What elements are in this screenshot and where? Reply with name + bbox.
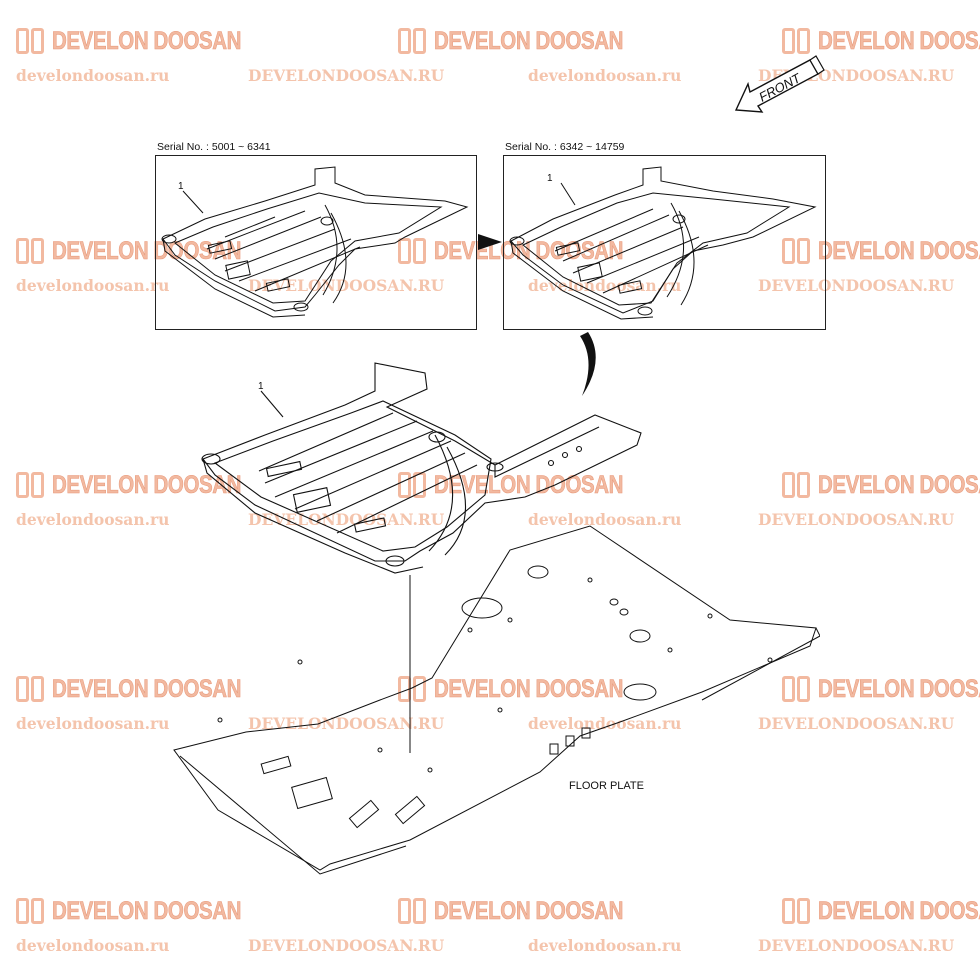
variant-frame-right xyxy=(503,155,826,330)
brand-logo-icon xyxy=(16,27,46,55)
serial-range-left: Serial No. : 5001 ~ 6341 xyxy=(157,141,271,153)
brand-logo: DEVELON DOOSAN xyxy=(16,26,283,56)
brand-name: DEVELON DOOSAN xyxy=(818,26,980,55)
watermark: DEVELON DOOSAN DEVELONDOOSAN.RU xyxy=(758,896,980,966)
brand-logo: DEVELON DOOSAN xyxy=(398,26,665,56)
watermark-url: develondoosan.ru xyxy=(16,510,170,529)
brand-name: DEVELON DOOSAN xyxy=(434,896,624,925)
brand-logo-icon xyxy=(16,237,46,265)
brand-name: DEVELON DOOSAN xyxy=(818,470,980,499)
serial-range-right: Serial No. : 6342 ~ 14759 xyxy=(505,141,625,153)
brand-logo-icon xyxy=(16,471,46,499)
brand-name: DEVELON DOOSAN xyxy=(818,674,980,703)
brand-logo-icon xyxy=(782,471,812,499)
brand-logo: DEVELON DOOSAN xyxy=(16,896,283,926)
brand-name: DEVELON DOOSAN xyxy=(818,236,980,265)
floor-mat-drawing-left xyxy=(161,166,469,318)
watermark-url: develondoosan.ru xyxy=(16,66,170,85)
watermark-url: develondoosan.ru xyxy=(16,714,170,733)
watermark-url: DEVELONDOOSAN.RU xyxy=(758,936,955,955)
front-arrow-icon: FRONT xyxy=(734,55,825,113)
watermark-url: develondoosan.ru xyxy=(16,276,170,295)
watermark: DEVELON DOOSAN develondoosan.ru xyxy=(16,26,242,96)
part-number-left: 1 xyxy=(178,181,184,192)
brand-logo: DEVELON DOOSAN xyxy=(782,470,980,500)
brand-logo-icon xyxy=(16,675,46,703)
brand-name: DEVELON DOOSAN xyxy=(52,896,242,925)
watermark: DEVELON DOOSAN DEVELONDOOSAN.RU xyxy=(248,896,624,966)
curved-pointer-icon xyxy=(580,332,596,396)
watermark: DEVELON DOOSAN develondoosan.ru xyxy=(16,896,242,966)
watermark-url: DEVELONDOOSAN.RU xyxy=(248,66,445,85)
watermark-url: DEVELONDOOSAN.RU xyxy=(248,936,445,955)
brand-logo-icon xyxy=(16,897,46,925)
watermark-url: develondoosan.ru xyxy=(16,936,170,955)
pointer-arrow-icon xyxy=(478,234,502,250)
watermark: develondoosan.ru xyxy=(528,66,728,96)
brand-logo-icon xyxy=(398,897,428,925)
brand-name: DEVELON DOOSAN xyxy=(52,26,242,55)
watermark: develondoosan.ru xyxy=(528,936,728,966)
part-number-main: 1 xyxy=(258,381,264,392)
watermark: DEVELON DOOSAN DEVELONDOOSAN.RU xyxy=(248,26,624,96)
watermark-url: develondoosan.ru xyxy=(528,936,682,955)
brand-logo: DEVELON DOOSAN xyxy=(782,896,980,926)
floor-plate-drawing xyxy=(173,525,820,875)
brand-logo-icon xyxy=(398,27,428,55)
brand-name: DEVELON DOOSAN xyxy=(818,896,980,925)
brand-logo-icon xyxy=(782,897,812,925)
floor-plate-label: FLOOR PLATE xyxy=(569,780,644,792)
floor-mat-drawing-main xyxy=(201,362,642,574)
variant-frame-left xyxy=(155,155,477,330)
brand-logo: DEVELON DOOSAN xyxy=(398,896,665,926)
watermark-url: develondoosan.ru xyxy=(528,66,682,85)
leader-line xyxy=(409,575,411,753)
floor-mat-drawing-right xyxy=(509,166,817,320)
front-label: FRONT xyxy=(756,70,804,105)
part-number-right: 1 xyxy=(547,173,553,184)
brand-name: DEVELON DOOSAN xyxy=(434,26,624,55)
